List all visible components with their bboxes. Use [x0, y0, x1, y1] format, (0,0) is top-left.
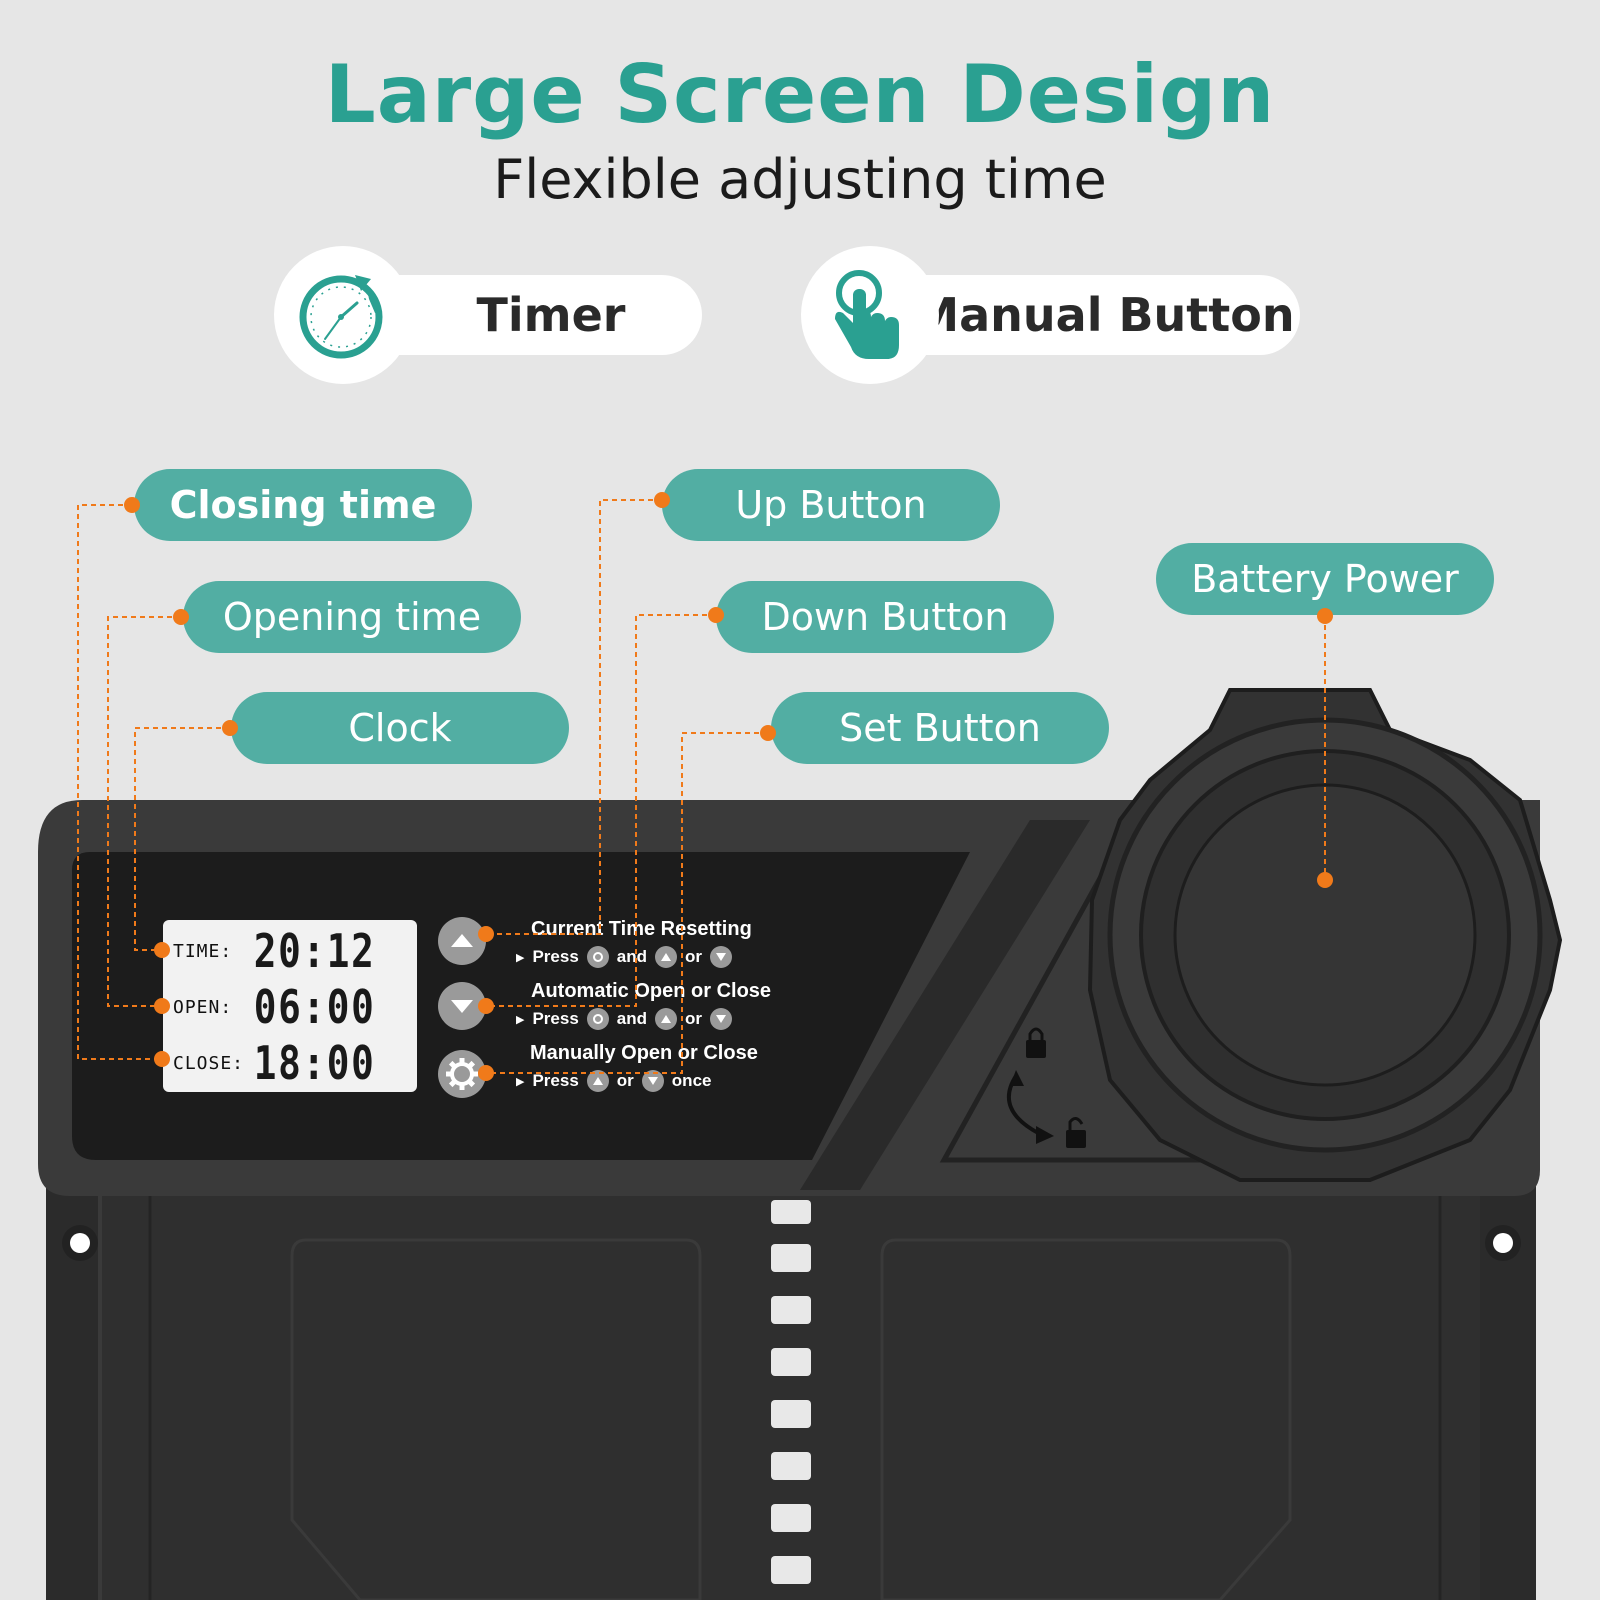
lcd-time-value: 20:12 — [253, 924, 375, 978]
timer-feature-label: Timer — [476, 288, 626, 342]
lcd-time-label: TIME: — [173, 940, 233, 962]
up-button[interactable] — [438, 917, 486, 965]
set-button[interactable] — [438, 1050, 486, 1098]
page-subtitle: Flexible adjusting time — [493, 148, 1107, 211]
mini-up-icon — [655, 946, 678, 968]
play-arrow-icon: ▶ — [516, 1075, 525, 1088]
instruction-line-auto: ▶ Press and or — [516, 1008, 733, 1030]
mini-gear-icon — [586, 946, 609, 968]
play-arrow-icon: ▶ — [516, 951, 525, 964]
timer-clock-icon — [299, 275, 383, 359]
instruction-press-word: Press — [532, 947, 579, 966]
callout-closing-time: Closing time — [134, 469, 472, 541]
up-arrow-icon — [451, 934, 473, 947]
down-button[interactable] — [438, 982, 486, 1030]
hand-pointer-icon — [835, 270, 899, 359]
callout-clock: Clock — [231, 692, 569, 764]
instruction-title-auto: Automatic Open or Close — [531, 980, 772, 1002]
instruction-word: or — [685, 1009, 703, 1028]
lcd-open-value: 06:00 — [253, 980, 375, 1034]
instruction-word: or — [616, 1071, 634, 1090]
callout-set-button: Set Button — [771, 692, 1109, 764]
instruction-word: once — [671, 1071, 712, 1090]
mini-down-icon — [710, 1008, 733, 1030]
timer-icon-badge — [274, 246, 412, 384]
mini-gear-icon — [586, 1008, 609, 1030]
instruction-title-time-reset: Current Time Resetting — [531, 918, 752, 940]
instruction-press-word: Press — [532, 1071, 579, 1090]
lcd-close-row: CLOSE: 18:00 — [173, 1036, 413, 1090]
mini-down-icon — [710, 946, 733, 968]
instruction-word: and — [616, 1009, 648, 1028]
instruction-line-manual: ▶ Press or once — [516, 1070, 711, 1092]
instruction-word: or — [685, 947, 703, 966]
gear-icon — [446, 1058, 478, 1090]
callout-battery-power: Battery Power — [1156, 543, 1494, 615]
lcd-time-row: TIME: 20:12 — [173, 924, 413, 978]
manual-icon-badge — [801, 246, 939, 384]
down-arrow-icon — [451, 1000, 473, 1013]
callout-down-button: Down Button — [716, 581, 1054, 653]
page-title: Large Screen Design — [324, 48, 1276, 141]
mini-up-icon — [586, 1070, 609, 1092]
manual-button-feature-label: Manual Button — [913, 288, 1295, 342]
instruction-word: and — [616, 947, 648, 966]
callout-opening-time: Opening time — [183, 581, 521, 653]
play-arrow-icon: ▶ — [516, 1013, 525, 1026]
callout-up-button: Up Button — [662, 469, 1000, 541]
mini-up-icon — [655, 1008, 678, 1030]
lcd-close-label: CLOSE: — [173, 1052, 245, 1074]
lcd-display: TIME: 20:12 OPEN: 06:00 CLOSE: 18:00 — [163, 920, 417, 1092]
lcd-close-value: 18:00 — [253, 1036, 375, 1090]
instruction-title-manual: Manually Open or Close — [530, 1042, 758, 1064]
lcd-open-row: OPEN: 06:00 — [173, 980, 413, 1034]
mini-down-icon — [641, 1070, 664, 1092]
instruction-line-time-reset: ▶ Press and or — [516, 946, 733, 968]
lcd-open-label: OPEN: — [173, 996, 233, 1018]
instruction-press-word: Press — [532, 1009, 579, 1028]
